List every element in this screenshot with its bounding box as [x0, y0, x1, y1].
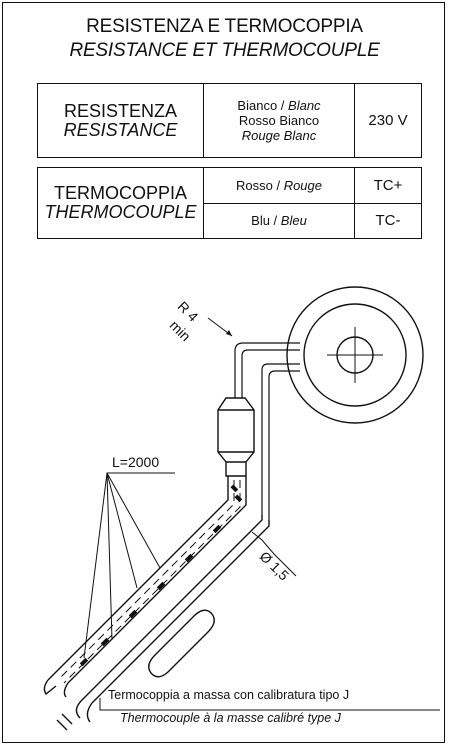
tc-minus-wire-fr: Bleu: [280, 213, 307, 229]
cable-markings: [79, 484, 243, 667]
length-label: L=2000: [112, 454, 160, 470]
thermocouple-table: TERMOCOPPIA THERMOCOUPLE Rosso / Rouge T…: [37, 167, 422, 239]
wire-1-it: Bianco /: [237, 98, 285, 113]
tc-plus-wire-fr: Rouge: [283, 177, 322, 193]
tc-plus-terminal: TC+: [354, 167, 422, 204]
coil-leads: [234, 342, 300, 520]
sensor-capsule: [148, 609, 215, 678]
thermocouple-name-fr: THERMOCOUPLE: [44, 202, 197, 222]
wire-2-fr: Rouge Blanc: [241, 128, 317, 143]
resistance-table: RESISTENZA RESISTANCE Bianco / Blanc Ros…: [37, 83, 422, 158]
cable-cut-end: [43, 679, 93, 731]
wire-2-it: Rosso Bianco: [238, 113, 320, 128]
tc-plus-wire-it: Rosso /: [235, 177, 281, 193]
coil-outer-ring: [286, 286, 424, 424]
title-italian: RESISTENZA E TERMOCOPPIA: [86, 16, 363, 37]
cable-body: [47, 476, 270, 704]
connector-sleeve: [217, 397, 255, 477]
tc-minus-terminal: TC-: [354, 202, 422, 239]
leader-lines: [83, 317, 440, 711]
wire-1-fr: Blanc: [288, 98, 321, 113]
coil-centerlines: [327, 327, 383, 383]
resistance-wires-cell: Bianco / Blanc Rosso Bianco Rouge Blanc: [203, 83, 355, 158]
drawing-frame: [2, 2, 445, 743]
caption-french: Thermocouple à la masse calibré type J: [120, 711, 341, 725]
voltage-cell: 230 V: [354, 83, 422, 158]
radius-arrowhead: [226, 330, 232, 336]
tc-minus-wire-it: Blu /: [251, 213, 278, 229]
caption-italian: Termocoppia a massa con calibratura tipo…: [108, 688, 350, 702]
resistance-name-fr: RESISTANCE: [63, 119, 178, 140]
tc-minus-wire-cell: Blu / Bleu: [203, 202, 355, 239]
resistance-name-it: RESISTENZA: [63, 100, 178, 121]
title-french: RESISTANCE ET THERMOCOUPLE: [69, 40, 380, 61]
coil-inner-ring: [303, 303, 407, 407]
thermocouple-name-cell: TERMOCOPPIA THERMOCOUPLE: [37, 167, 204, 239]
thermocouple-name-it: TERMOCOPPIA: [53, 183, 187, 203]
